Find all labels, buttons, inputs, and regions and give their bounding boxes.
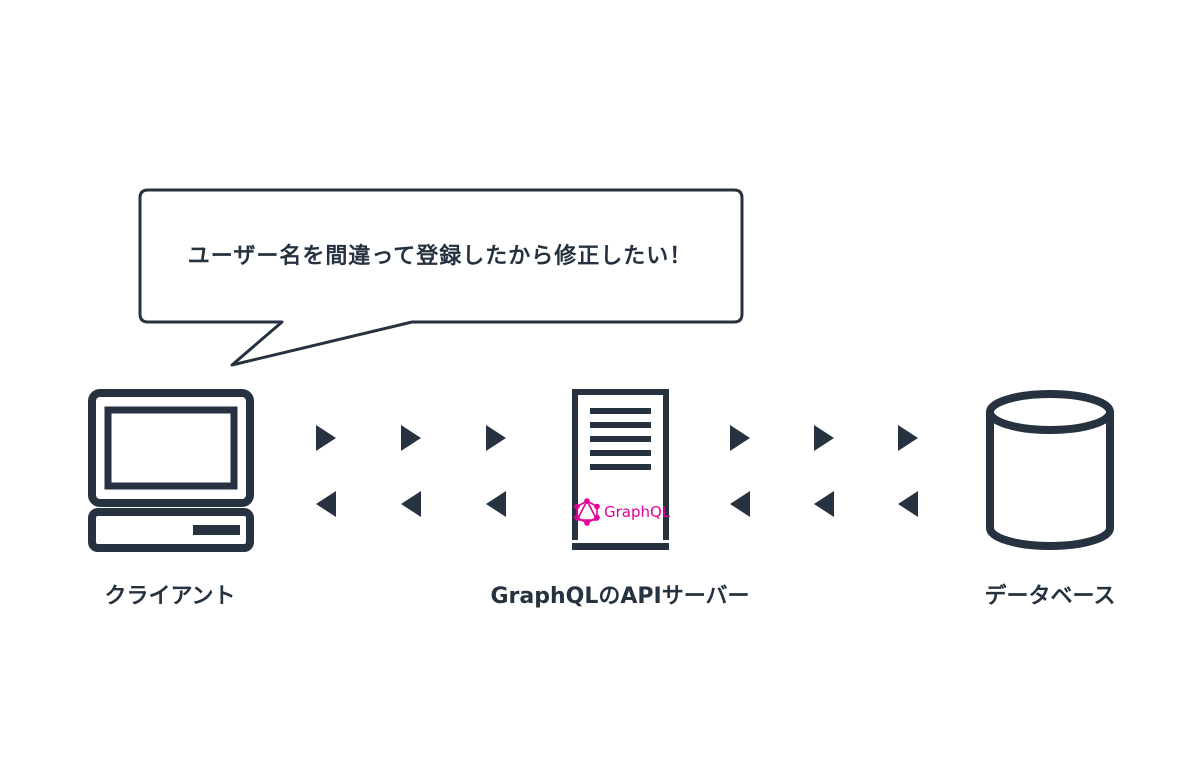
arrow-right-icon (316, 425, 336, 451)
arrow-left-icon (486, 491, 506, 517)
arrow-right-icon (814, 425, 834, 451)
graphql-badge-text: GraphQL (604, 503, 671, 521)
client-label: クライアント (104, 584, 236, 609)
computer-icon (88, 389, 254, 552)
arrow-right-icon (730, 425, 750, 451)
arrow-right-icon (486, 425, 506, 451)
arrow-left-icon (898, 491, 918, 517)
request-arrows-client-to-server (316, 425, 506, 451)
speech-bubble (138, 188, 744, 367)
arrow-right-icon (898, 425, 918, 451)
graphql-logo-icon (574, 498, 600, 526)
database-icon (986, 390, 1114, 550)
arrow-left-icon (401, 491, 421, 517)
arrow-left-icon (730, 491, 750, 517)
server-label: GraphQLのAPIサーバー (490, 584, 750, 609)
arrow-left-icon (316, 491, 336, 517)
arrow-right-icon (401, 425, 421, 451)
request-arrows-server-to-database (730, 425, 918, 451)
server-icon (572, 389, 669, 550)
speech-bubble-text: ユーザー名を間違って登録したから修正したい！ (187, 244, 693, 269)
database-label: データベース (984, 584, 1116, 609)
response-arrows-server-to-client (316, 491, 506, 517)
arrow-left-icon (814, 491, 834, 517)
response-arrows-database-to-server (730, 491, 918, 517)
